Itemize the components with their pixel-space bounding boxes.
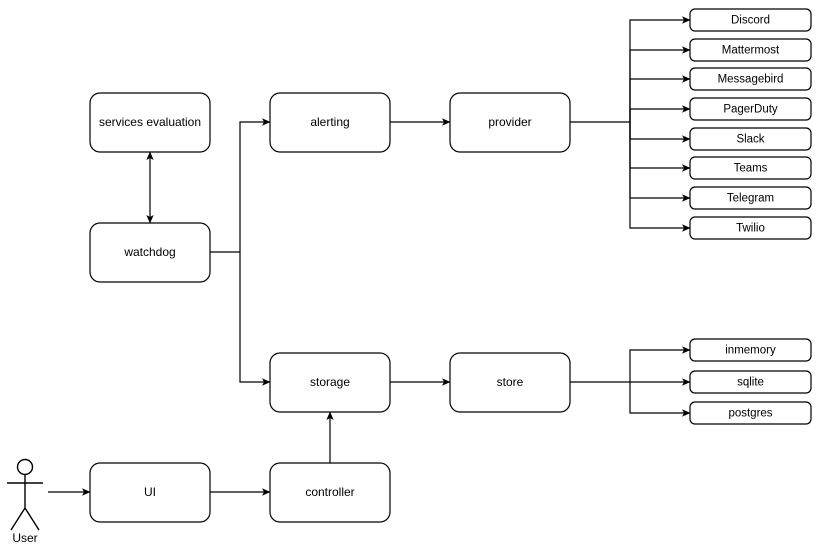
node-provider[interactable]: provider [449, 92, 571, 153]
node-mattermost[interactable]: Mattermost [689, 38, 812, 62]
node-box-services-evaluation[interactable] [89, 92, 211, 153]
node-inmemory[interactable]: inmemory [689, 338, 812, 362]
node-label-mattermost: Mattermost [722, 45, 780, 57]
node-label-telegram: Telegram [727, 193, 774, 205]
node-watchdog[interactable]: watchdog [89, 222, 211, 283]
actors-layer: User [7, 458, 43, 546]
node-box-store[interactable] [449, 352, 571, 413]
edge-provider-twilio [629, 122, 691, 232]
edge-store-postgres [629, 382, 691, 417]
node-box-alerting[interactable] [269, 92, 391, 153]
edge-store-inmemory [629, 346, 691, 382]
node-label-provider: provider [488, 115, 531, 129]
node-store[interactable]: store [449, 352, 571, 413]
node-teams[interactable]: Teams [689, 156, 812, 180]
edge-provider-messagebird [629, 75, 691, 122]
node-label-pagerduty: PagerDuty [723, 104, 778, 116]
node-label-discord: Discord [731, 15, 770, 27]
node-box-provider[interactable] [449, 92, 571, 153]
edge-watchdog-storage [239, 252, 271, 386]
actor-head-icon [16, 458, 34, 476]
node-box-pagerduty[interactable] [689, 97, 812, 121]
node-box-slack[interactable] [689, 127, 812, 151]
node-box-ui[interactable] [89, 462, 211, 523]
edge-watchdog-alerting [210, 118, 271, 253]
nodes-layer: services evaluation watchdog alerting provi… [89, 8, 812, 523]
edge-provider-teams [629, 122, 691, 172]
node-box-sqlite[interactable] [689, 370, 812, 394]
node-label-storage: storage [310, 375, 350, 389]
node-label-slack: Slack [736, 134, 764, 146]
node-box-controller[interactable] [269, 462, 391, 523]
edge-provider-pagerduty [629, 105, 691, 122]
node-pagerduty[interactable]: PagerDuty [689, 97, 812, 121]
actor-label-user: User [12, 531, 37, 545]
node-box-discord[interactable] [689, 8, 812, 32]
node-controller[interactable]: controller [269, 462, 391, 523]
edges-layer [48, 16, 691, 496]
edge-provider-telegram [629, 122, 691, 202]
node-label-watchdog: watchdog [123, 245, 175, 259]
node-label-ui: UI [144, 485, 156, 499]
node-label-teams: Teams [734, 163, 768, 175]
node-label-store: store [497, 375, 524, 389]
edge-provider-discord [629, 16, 691, 122]
node-label-alerting: alerting [310, 115, 349, 129]
node-storage[interactable]: storage [269, 352, 391, 413]
node-label-services-evaluation: services evaluation [99, 115, 201, 129]
node-label-twilio: Twilio [736, 223, 765, 235]
node-sqlite[interactable]: sqlite [689, 370, 812, 394]
node-box-twilio[interactable] [689, 216, 812, 240]
node-ui[interactable]: UI [89, 462, 211, 523]
node-alerting[interactable]: alerting [269, 92, 391, 153]
node-services-evaluation[interactable]: services evaluation [89, 92, 211, 153]
edge-provider-mattermost [629, 46, 691, 122]
node-discord[interactable]: Discord [689, 8, 812, 32]
node-label-controller: controller [305, 485, 354, 499]
node-box-mattermost[interactable] [689, 38, 812, 62]
node-box-storage[interactable] [269, 352, 391, 413]
node-box-watchdog[interactable] [89, 222, 211, 283]
node-box-messagebird[interactable] [689, 67, 812, 91]
node-box-postgres[interactable] [689, 401, 812, 425]
node-telegram[interactable]: Telegram [689, 186, 812, 210]
node-label-sqlite: sqlite [737, 377, 764, 389]
node-label-messagebird: Messagebird [718, 74, 784, 86]
node-label-postgres: postgres [728, 408, 772, 420]
node-label-inmemory: inmemory [725, 345, 776, 357]
node-box-telegram[interactable] [689, 186, 812, 210]
node-twilio[interactable]: Twilio [689, 216, 812, 240]
actor-body-icon [7, 474, 43, 531]
actor-user[interactable]: User [7, 458, 43, 546]
edge-provider-slack [629, 122, 691, 143]
node-postgres[interactable]: postgres [689, 401, 812, 425]
node-box-inmemory[interactable] [689, 338, 812, 362]
node-box-teams[interactable] [689, 156, 812, 180]
node-slack[interactable]: Slack [689, 127, 812, 151]
node-messagebird[interactable]: Messagebird [689, 67, 812, 91]
